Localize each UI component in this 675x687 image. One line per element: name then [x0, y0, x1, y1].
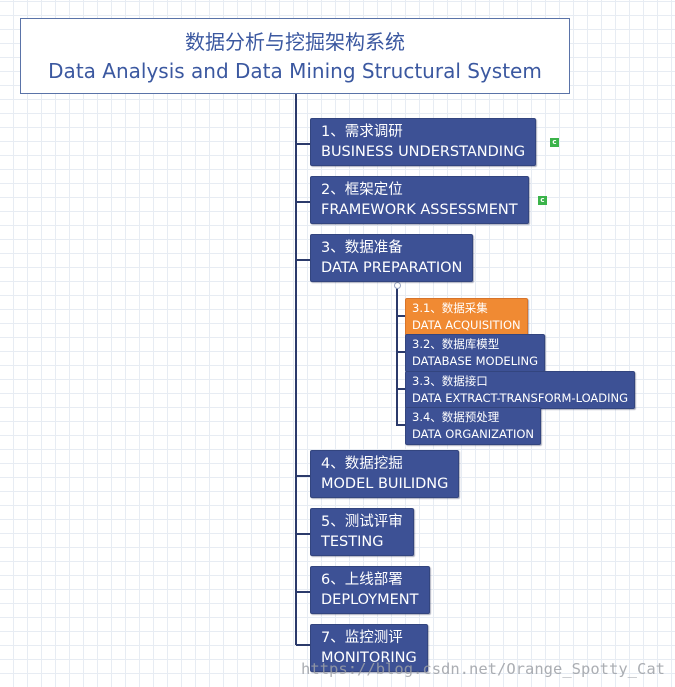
subnode-label-en: DATA ACQUISITION: [412, 318, 521, 332]
collapse-toggle[interactable]: [394, 282, 401, 289]
sub-connector: [397, 351, 406, 353]
node-label-zh: 6、上线部署: [321, 572, 403, 588]
root-topic[interactable]: 数据分析与挖掘架构系统 Data Analysis and Data Minin…: [20, 18, 570, 94]
root-title-en: Data Analysis and Data Mining Structural…: [48, 59, 542, 83]
node-business-understanding[interactable]: 1、需求调研 BUSINESS UNDERSTANDING: [310, 118, 537, 166]
connector: [296, 644, 310, 646]
node-label-en: DEPLOYMENT: [321, 592, 419, 608]
node-monitoring[interactable]: 7、监控测评 MONITORING: [310, 624, 428, 672]
node-framework-assessment[interactable]: 2、框架定位 FRAMEWORK ASSESSMENT: [310, 176, 529, 224]
node-label-zh: 3、数据准备: [321, 240, 403, 256]
root-title-zh: 数据分析与挖掘架构系统: [185, 30, 405, 54]
node-label-en: FRAMEWORK ASSESSMENT: [321, 202, 518, 218]
node-deployment[interactable]: 6、上线部署 DEPLOYMENT: [310, 566, 430, 614]
node-model-building[interactable]: 4、数据挖掘 MODEL BUILIDNG: [310, 450, 460, 498]
node-label-en: TESTING: [321, 534, 384, 550]
node-label-zh: 2、框架定位: [321, 182, 403, 198]
connector: [296, 201, 310, 203]
node-label-zh: 7、监控测评: [321, 630, 403, 646]
connector: [296, 143, 310, 145]
sub-connector: [397, 315, 406, 317]
connector: [296, 475, 310, 477]
node-label-zh: 5、测试评审: [321, 514, 403, 530]
sub-connector: [397, 388, 406, 390]
node-label-zh: 4、数据挖掘: [321, 456, 403, 472]
connector: [296, 533, 310, 535]
subnode-data-acquisition[interactable]: 3.1、数据采集 DATA ACQUISITION: [405, 298, 528, 336]
subnode-data-etl[interactable]: 3.3、数据接口 DATA EXTRACT-TRANSFORM-LOADING: [405, 371, 636, 409]
subnode-label-en: DATABASE MODELING: [412, 354, 539, 368]
subnode-label-zh: 3.1、数据采集: [412, 301, 488, 315]
comment-icon[interactable]: c: [550, 138, 559, 147]
subnode-label-en: DATA ORGANIZATION: [412, 427, 535, 441]
subnode-data-organization[interactable]: 3.4、数据预处理 DATA ORGANIZATION: [405, 407, 542, 445]
watermark: https://blog.csdn.net/Orange_Spotty_Cat: [301, 660, 665, 678]
subnode-label-zh: 3.3、数据接口: [412, 374, 488, 388]
comment-icon[interactable]: c: [538, 196, 547, 205]
sub-connector: [397, 424, 406, 426]
subnode-label-zh: 3.4、数据预处理: [412, 410, 500, 424]
node-testing[interactable]: 5、测试评审 TESTING: [310, 508, 414, 556]
connector: [296, 259, 310, 261]
subnode-label-zh: 3.2、数据库模型: [412, 337, 500, 351]
connector: [296, 591, 310, 593]
node-label-en: MODEL BUILIDNG: [321, 476, 449, 492]
subnode-database-modeling[interactable]: 3.2、数据库模型 DATABASE MODELING: [405, 334, 546, 372]
node-label-en: DATA PREPARATION: [321, 260, 463, 276]
node-label-en: MONITORING: [321, 650, 417, 666]
sub-trunk-line: [396, 284, 398, 426]
trunk-line: [295, 94, 297, 645]
subnode-label-en: DATA EXTRACT-TRANSFORM-LOADING: [412, 391, 629, 405]
node-label-zh: 1、需求调研: [321, 124, 403, 140]
node-data-preparation[interactable]: 3、数据准备 DATA PREPARATION: [310, 234, 474, 282]
node-label-en: BUSINESS UNDERSTANDING: [321, 144, 526, 160]
